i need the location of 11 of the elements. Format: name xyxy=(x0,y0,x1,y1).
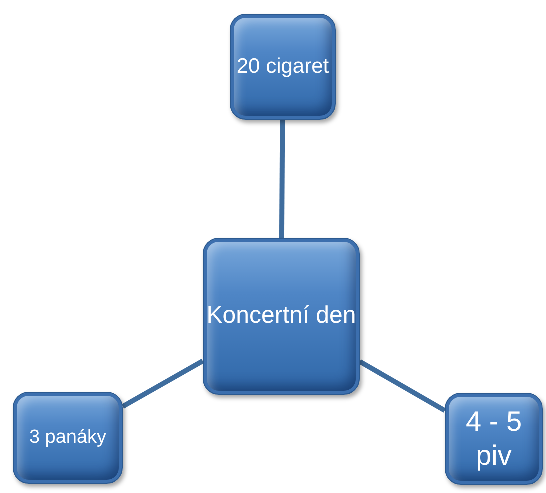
node-label: Koncertní den xyxy=(206,302,356,331)
rounded-box xyxy=(13,392,123,484)
connector-line xyxy=(122,359,204,409)
node-label: 20 cigaret xyxy=(236,54,330,80)
rounded-box xyxy=(230,14,336,120)
connector-line xyxy=(358,360,446,413)
rounded-box xyxy=(445,393,543,485)
node-label: 4 - 5 piv xyxy=(464,405,524,473)
rounded-box xyxy=(203,238,360,395)
connector-line xyxy=(279,120,286,238)
node-label: 3 panáky xyxy=(29,426,107,450)
